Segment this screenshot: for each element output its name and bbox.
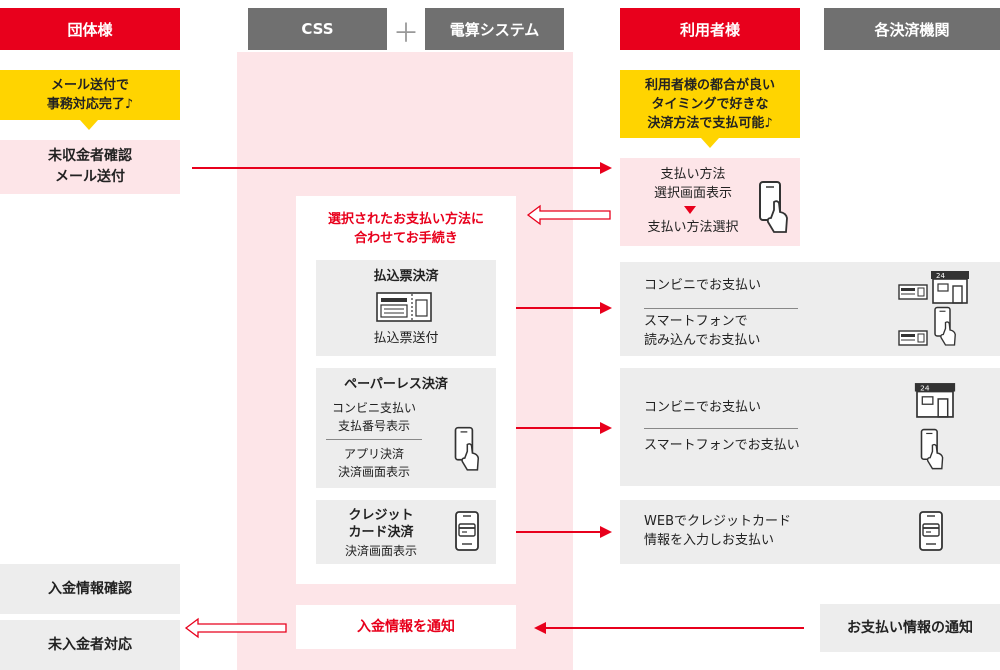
arrow-notify-to-org xyxy=(184,617,287,639)
smartphone-hand-icon xyxy=(920,428,944,470)
furikomi-conveni-text: コンビニでお支払い xyxy=(644,278,762,293)
paperless-conveni-text: コンビニでお支払い xyxy=(644,400,762,415)
card-on-phone-icon xyxy=(455,511,479,551)
user-callout: 利用者様の都合が良い タイミングで好きな 決済方法で支払可能♪ xyxy=(620,70,800,138)
paperless-title: ペーパーレス決済 xyxy=(344,376,448,392)
arrow-furikomi xyxy=(506,302,612,314)
arrow-institution-notify xyxy=(534,622,804,634)
smartphone-hand-icon xyxy=(454,426,480,471)
down-triangle-icon xyxy=(684,206,696,214)
paperless-divider xyxy=(326,439,422,440)
header-organization: 団体様 xyxy=(0,8,180,50)
credit-card-panel: クレジット カード決済 決済画面表示 xyxy=(316,500,496,564)
paperless-smartphone-text: スマートフォンでお支払い xyxy=(644,438,800,453)
procedure-title: 選択されたお支払い方法に 合わせてお手続き xyxy=(327,212,484,246)
paperless-inst-divider xyxy=(644,428,798,429)
furikomi-sub: 払込票送付 xyxy=(373,330,439,346)
convenience-store-icon: 24 xyxy=(931,271,969,304)
procedure-panel: 選択されたお支払い方法に 合わせてお手続き 払込票決済 払込票送付 ペーパーレス… xyxy=(296,196,516,584)
select-screen-text: 支払い方法 選択画面表示 xyxy=(653,167,732,201)
furikomi-smartphone-text: スマートフォンで 読み込んでお支払い xyxy=(644,314,761,348)
arrow-mail-to-user xyxy=(192,162,612,174)
institution-furikomi-box: コンビニでお支払い スマートフォンで 読み込んでお支払い 24 xyxy=(620,262,1000,356)
user-callout-pointer xyxy=(701,138,719,148)
card-on-phone-icon xyxy=(919,511,943,551)
plus-sign: ＋ xyxy=(392,18,419,49)
smartphone-hand-icon xyxy=(934,306,956,346)
svg-text:24: 24 xyxy=(920,383,930,392)
furikomi-title: 払込票決済 xyxy=(373,268,439,284)
notify-box: 入金情報を通知 xyxy=(296,605,516,649)
smartphone-hand-icon xyxy=(759,181,788,233)
slip-small-icon xyxy=(898,284,928,300)
credit-sub: 決済画面表示 xyxy=(344,543,417,558)
payment-slip-icon xyxy=(376,292,432,322)
arrow-paperless xyxy=(506,422,612,434)
arrow-credit xyxy=(506,526,612,538)
unpaid-handling-box: 未入金者対応 xyxy=(0,620,180,670)
slip-small-icon xyxy=(898,330,928,346)
payment-select-box: 支払い方法 選択画面表示 支払い方法選択 xyxy=(620,158,800,246)
institution-paperless-box: コンビニでお支払い スマートフォンでお支払い 24 xyxy=(620,368,1000,486)
select-method-text: 支払い方法選択 xyxy=(647,219,739,235)
unpaid-mail-box: 未収金者確認 メール送付 xyxy=(0,140,180,194)
paperless-card: ペーパーレス決済 コンビニ支払い 支払番号表示 アプリ決済 決済画面表示 xyxy=(316,368,496,488)
credit-web-text: WEBでクレジットカード 情報を入力しお支払い xyxy=(644,514,791,548)
header-css: CSS xyxy=(248,8,387,50)
paperless-sub2: アプリ決済 決済画面表示 xyxy=(337,447,410,479)
header-user: 利用者様 xyxy=(620,8,800,50)
credit-title: クレジット カード決済 xyxy=(348,508,414,540)
furikomi-divider xyxy=(644,308,798,309)
org-callout: メール送付で 事務対応完了♪ xyxy=(0,70,180,120)
convenience-store-icon: 24 xyxy=(914,383,956,418)
header-densan: 電算システム xyxy=(425,8,564,50)
institution-notify-box: お支払い情報の通知 xyxy=(820,604,1000,652)
paperless-sub1: コンビニ支払い 支払番号表示 xyxy=(331,401,416,433)
header-institutions: 各決済機関 xyxy=(824,8,1000,50)
furikomi-card: 払込票決済 払込票送付 xyxy=(316,260,496,356)
arrow-user-to-css-procedure xyxy=(526,204,611,226)
org-callout-pointer xyxy=(80,120,98,130)
payment-check-box: 入金情報確認 xyxy=(0,564,180,614)
svg-text:24: 24 xyxy=(936,272,945,280)
institution-credit-box: WEBでクレジットカード 情報を入力しお支払い xyxy=(620,500,1000,564)
